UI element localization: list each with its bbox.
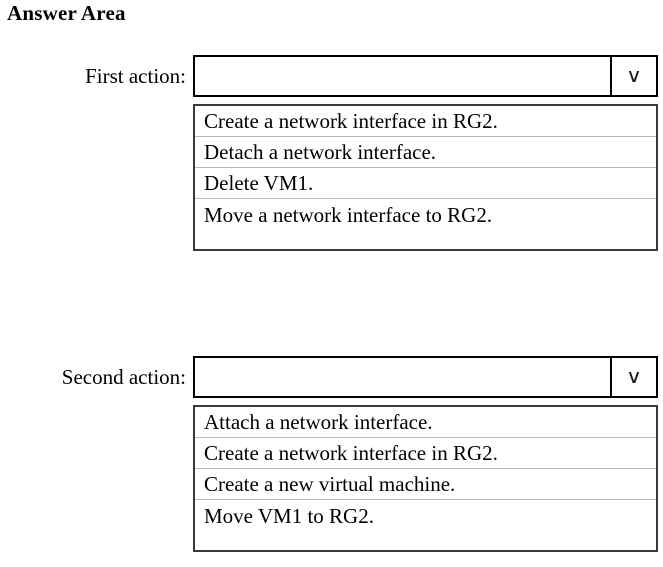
second-action-option-list[interactable]: Attach a network interface. Create a net… <box>193 405 658 552</box>
second-action-selected-value[interactable] <box>195 358 610 396</box>
first-action-dropdown-button[interactable]: ∨ <box>610 57 656 95</box>
chevron-down-icon: ∨ <box>625 65 642 87</box>
list-item[interactable]: Delete VM1. <box>195 168 656 199</box>
second-action-dropdown-button[interactable]: ∨ <box>610 358 656 396</box>
first-action-label: First action: <box>85 64 186 88</box>
list-item[interactable]: Create a network interface in RG2. <box>195 438 656 469</box>
second-action-combobox[interactable]: ∨ <box>193 356 658 398</box>
chevron-down-icon: ∨ <box>625 366 642 388</box>
first-action-option-list[interactable]: Create a network interface in RG2. Detac… <box>193 104 658 251</box>
list-item[interactable]: Attach a network interface. <box>195 407 656 438</box>
list-item[interactable]: Create a new virtual machine. <box>195 469 656 500</box>
first-action-combobox[interactable]: ∨ <box>193 55 658 97</box>
second-action-label: Second action: <box>61 365 186 389</box>
list-item[interactable]: Move a network interface to RG2. <box>195 199 656 230</box>
page-title: Answer Area <box>7 1 126 25</box>
list-item[interactable]: Move VM1 to RG2. <box>195 500 656 531</box>
list-item[interactable]: Create a network interface in RG2. <box>195 106 656 137</box>
list-item[interactable]: Detach a network interface. <box>195 137 656 168</box>
first-action-selected-value[interactable] <box>195 57 610 95</box>
